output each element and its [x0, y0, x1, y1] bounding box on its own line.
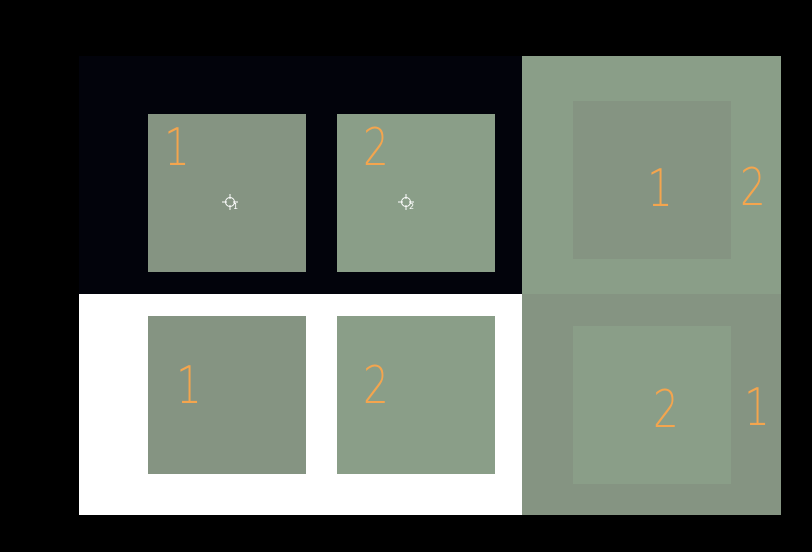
crosshair-marker-1: 1 — [222, 194, 250, 216]
patch-label: 1 — [176, 356, 202, 416]
patch-label: 1 — [164, 118, 190, 178]
patch-1-on-white: 1 — [148, 316, 306, 474]
marker-label: 1 — [233, 202, 239, 211]
inner-label: 2 — [653, 380, 679, 440]
outer-label: 1 — [744, 378, 770, 438]
marker-label: 2 — [409, 202, 415, 211]
inner-patch-1: 1 — [573, 101, 731, 259]
crosshair-marker-2: 2 — [398, 194, 426, 216]
patch-1-on-dark: 1 1 — [148, 114, 306, 272]
surround-1-panel: 2 1 — [522, 294, 781, 515]
crosshair-icon — [222, 194, 238, 210]
patch-2-on-white: 2 — [337, 316, 495, 474]
outer-label: 2 — [740, 158, 766, 218]
patch-2-on-dark: 2 2 — [337, 114, 495, 272]
patch-label: 2 — [363, 356, 389, 416]
crosshair-icon — [398, 194, 414, 210]
white-surround-panel: 1 2 — [79, 294, 522, 515]
inner-patch-2: 2 — [573, 326, 731, 484]
surround-2-panel: 1 2 — [522, 56, 781, 294]
patch-label: 2 — [363, 118, 389, 178]
inner-label: 1 — [647, 159, 673, 219]
dark-surround-panel: 1 1 2 2 — [79, 56, 522, 294]
